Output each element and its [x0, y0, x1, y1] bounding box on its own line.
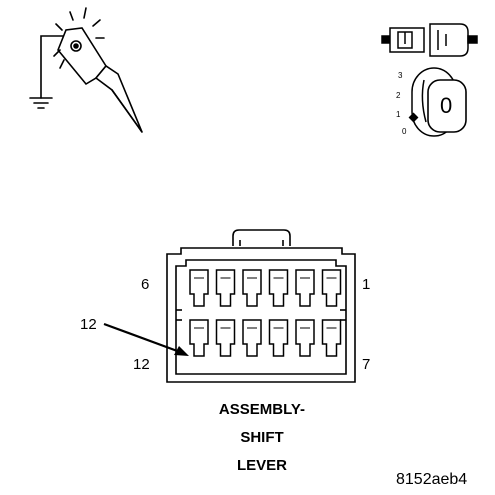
ignition-pos-2: 2 — [396, 91, 401, 100]
pin-cavity — [189, 269, 209, 307]
pin-cavity — [321, 319, 342, 357]
pin-label-7: 7 — [362, 356, 370, 373]
pin-cavity — [215, 319, 236, 357]
pin-label-12: 12 — [133, 356, 150, 373]
callout-arrowhead — [174, 346, 189, 356]
ignition-pos-0: 0 — [402, 127, 407, 136]
caption-line-3: LEVER — [237, 457, 287, 474]
test-probe-ground-icon — [29, 7, 143, 133]
figure-id: 8152aeb4 — [396, 471, 467, 488]
connector-cavities — [189, 269, 342, 357]
caption-line-2: SHIFT — [240, 429, 283, 446]
ignition-pos-3: 3 — [398, 71, 403, 80]
pin-cavity — [321, 269, 342, 307]
pin-cavity — [189, 319, 209, 357]
callout-label: 12 — [80, 316, 97, 333]
pin-label-6: 6 — [141, 276, 149, 293]
key-position-label: 0 — [440, 93, 452, 118]
pin-cavity — [242, 269, 262, 307]
disconnected-connector-icon — [381, 23, 478, 57]
pin-label-1: 1 — [362, 276, 370, 293]
callout-leader — [103, 322, 181, 354]
ignition-key-icon: 0 3 2 1 0 — [396, 67, 467, 137]
pin-cavity — [242, 319, 262, 357]
pin-cavity — [295, 319, 315, 357]
pin-cavity — [268, 269, 289, 307]
pin-cavity — [268, 319, 289, 357]
caption-line-1: ASSEMBLY- — [219, 401, 305, 418]
pin-cavity — [295, 269, 315, 307]
ignition-pos-1: 1 — [396, 110, 401, 119]
pin-cavity — [215, 269, 236, 307]
